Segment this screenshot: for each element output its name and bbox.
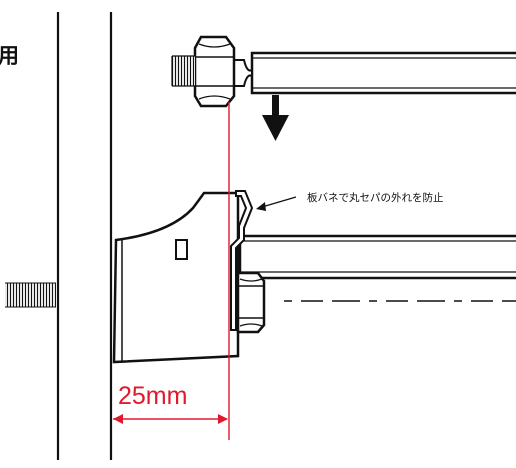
- hex-nut-top: [193, 35, 236, 108]
- spring-note: 板バネで丸セパの外れを防止: [307, 191, 444, 204]
- separator-rod-bottom: [238, 234, 516, 280]
- separator-rod-top: [234, 51, 516, 95]
- dimension-label: 25mm: [118, 382, 187, 410]
- dimension-25mm: [113, 102, 230, 440]
- dimension-arrow-left: [113, 414, 123, 424]
- p-cone-body: [112, 191, 240, 364]
- use-label: 用: [0, 44, 19, 68]
- thread-end-left: [5, 282, 56, 308]
- dimension-arrow-right: [218, 414, 228, 424]
- hex-nut-bottom: [236, 271, 266, 334]
- leaf-spring: [230, 190, 254, 331]
- spring-callout: [256, 196, 297, 211]
- down-arrow: [262, 95, 289, 141]
- cone-slot: [175, 239, 188, 260]
- thread-stub-top: [171, 55, 195, 87]
